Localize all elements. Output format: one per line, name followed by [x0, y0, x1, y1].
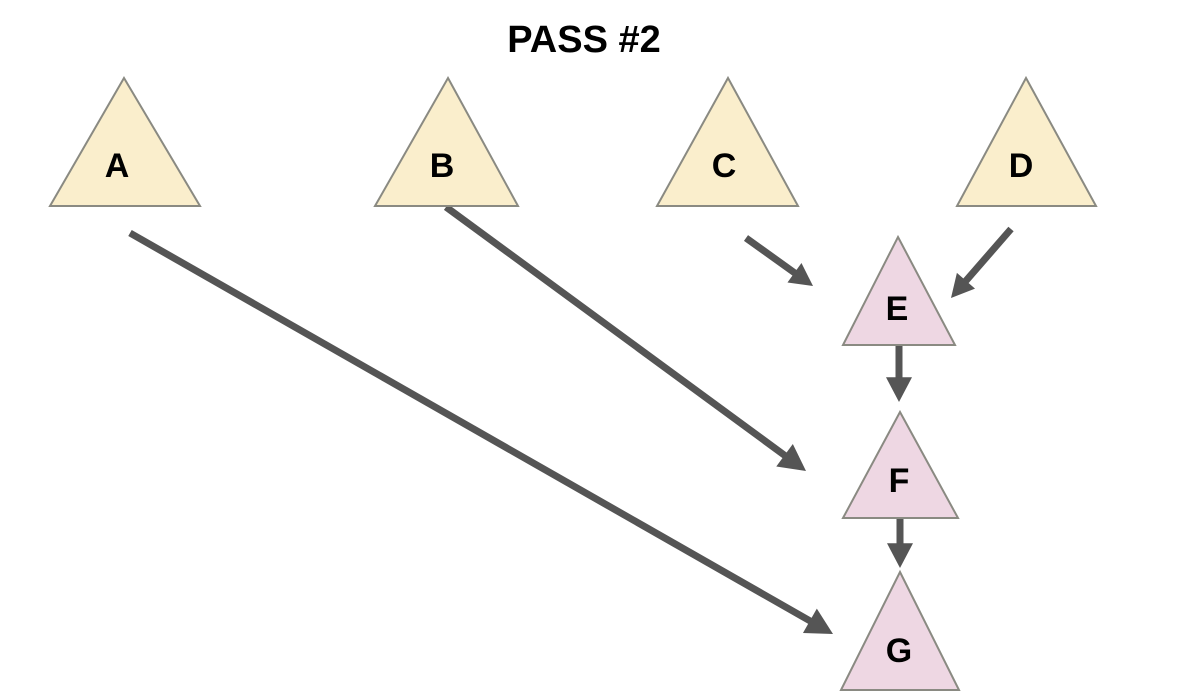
node-label-f: F — [889, 462, 910, 500]
triangle-shape[interactable] — [839, 569, 961, 691]
triangle-shape[interactable] — [655, 75, 800, 207]
node-label-a: A — [105, 147, 130, 185]
triangle-shape[interactable] — [955, 75, 1098, 207]
node-a[interactable]: A — [48, 76, 202, 207]
triangle-shape[interactable] — [373, 75, 520, 207]
node-d[interactable]: D — [955, 75, 1098, 207]
node-label-d: D — [1009, 147, 1034, 185]
edge-shaft — [743, 235, 800, 279]
triangle-shape[interactable] — [841, 409, 960, 519]
arrowhead-icon — [887, 543, 913, 568]
node-c[interactable]: C — [655, 75, 800, 207]
arrowhead-icon — [802, 608, 833, 634]
edge-b-to-f — [443, 204, 806, 471]
node-label-b: B — [430, 147, 455, 185]
arrowhead-icon — [886, 377, 912, 402]
node-e[interactable]: E — [841, 234, 957, 346]
edge-shaft — [960, 226, 1014, 287]
triangle-shape[interactable] — [841, 234, 957, 346]
edge-a-to-g — [128, 229, 833, 634]
node-label-e: E — [886, 290, 909, 328]
node-b[interactable]: B — [373, 75, 520, 207]
nodes-layer: A B C D E F G — [48, 75, 1098, 691]
edge-shaft — [128, 229, 816, 627]
node-label-g: G — [886, 632, 912, 670]
node-f[interactable]: F — [841, 409, 960, 519]
node-g[interactable]: G — [839, 569, 961, 691]
node-label-c: C — [712, 147, 737, 185]
edge-f-to-g — [887, 518, 913, 568]
arrowhead-icon — [787, 262, 813, 286]
page-title: PASS #2 — [507, 19, 660, 61]
arrowhead-icon — [951, 272, 976, 298]
triangle-shape[interactable] — [48, 76, 202, 207]
edge-shaft — [443, 204, 791, 461]
edge-c-to-e — [743, 235, 813, 286]
edges-layer — [128, 204, 1014, 634]
edge-d-to-e — [951, 226, 1014, 298]
edge-e-to-f — [886, 345, 912, 402]
arrowhead-icon — [776, 443, 806, 471]
